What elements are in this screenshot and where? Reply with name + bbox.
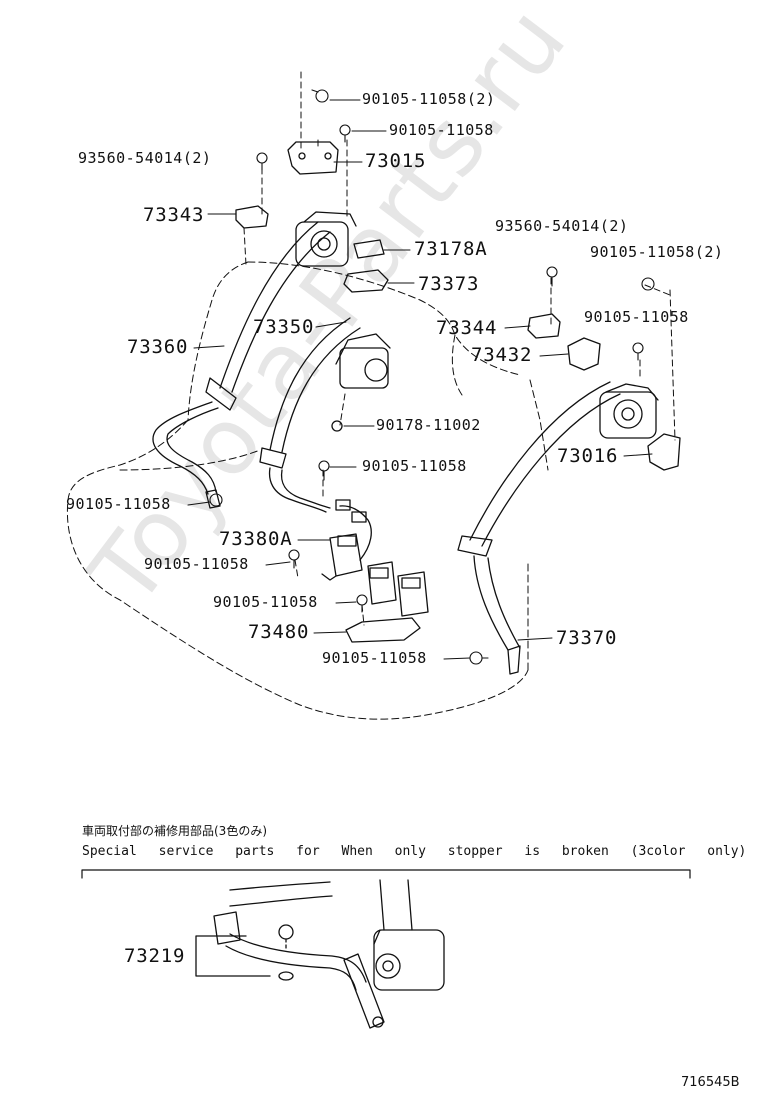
label-73016: 73016	[557, 445, 619, 467]
label-73373: 73373	[418, 273, 480, 295]
label-bolt-buckle: 90105-11058	[144, 555, 249, 573]
fasteners	[209, 89, 655, 665]
label-bolt-right-2: 90105-11058(2)	[590, 243, 724, 261]
buckle-73380a	[321, 533, 363, 581]
bracket-73015	[287, 141, 339, 175]
label-screw-left-2: 93560-54014(2)	[78, 149, 212, 167]
cover-73178a	[353, 239, 385, 259]
buckle-73480	[345, 561, 429, 643]
anchor-73343	[235, 205, 269, 229]
label-screw-right-2: 93560-54014(2)	[495, 217, 629, 235]
label-73344: 73344	[436, 317, 498, 339]
label-bolt-bottom: 90105-11058	[322, 649, 427, 667]
label-bolt-mid: 90105-11058	[362, 457, 467, 475]
cover-73432	[567, 337, 601, 371]
label-73432: 73432	[471, 344, 533, 366]
dashed-leader-lines	[243, 71, 676, 626]
belt-73360	[152, 221, 331, 509]
diagram-code: 716545B	[681, 1075, 740, 1090]
seat-outline	[66, 261, 549, 720]
bracket-73016	[647, 433, 681, 471]
plate-73373	[343, 269, 389, 293]
note-japanese: 車両取付部の補修用部品(3色のみ)	[82, 824, 267, 838]
label-nut-90178: 90178-11002	[376, 416, 481, 434]
note-english: Special service parts for When only stop…	[82, 844, 747, 859]
label-73370: 73370	[556, 627, 618, 649]
label-73178a: 73178A	[414, 238, 488, 260]
label-bolt-center: 90105-11058	[213, 593, 318, 611]
label-73015: 73015	[365, 150, 427, 172]
label-73343: 73343	[143, 204, 205, 226]
inset-frame	[81, 869, 691, 879]
inset-belt-detail	[195, 879, 445, 1029]
label-bolt-top-2: 90105-11058(2)	[362, 90, 496, 108]
retractor-left	[295, 211, 357, 267]
label-73350: 73350	[253, 316, 315, 338]
retractor-right	[599, 383, 659, 439]
anchor-73344	[527, 313, 561, 339]
label-leaders	[187, 99, 653, 660]
belt-73370	[457, 381, 621, 675]
label-73480: 73480	[248, 621, 310, 643]
label-bolt-right: 90105-11058	[584, 308, 689, 326]
label-73219: 73219	[124, 945, 186, 967]
label-73380a: 73380A	[219, 528, 293, 550]
label-bolt-top: 90105-11058	[389, 121, 494, 139]
label-bolt-left: 90105-11058	[66, 495, 171, 513]
harness	[335, 499, 372, 561]
belt-73350	[259, 317, 391, 513]
label-73360: 73360	[127, 336, 189, 358]
